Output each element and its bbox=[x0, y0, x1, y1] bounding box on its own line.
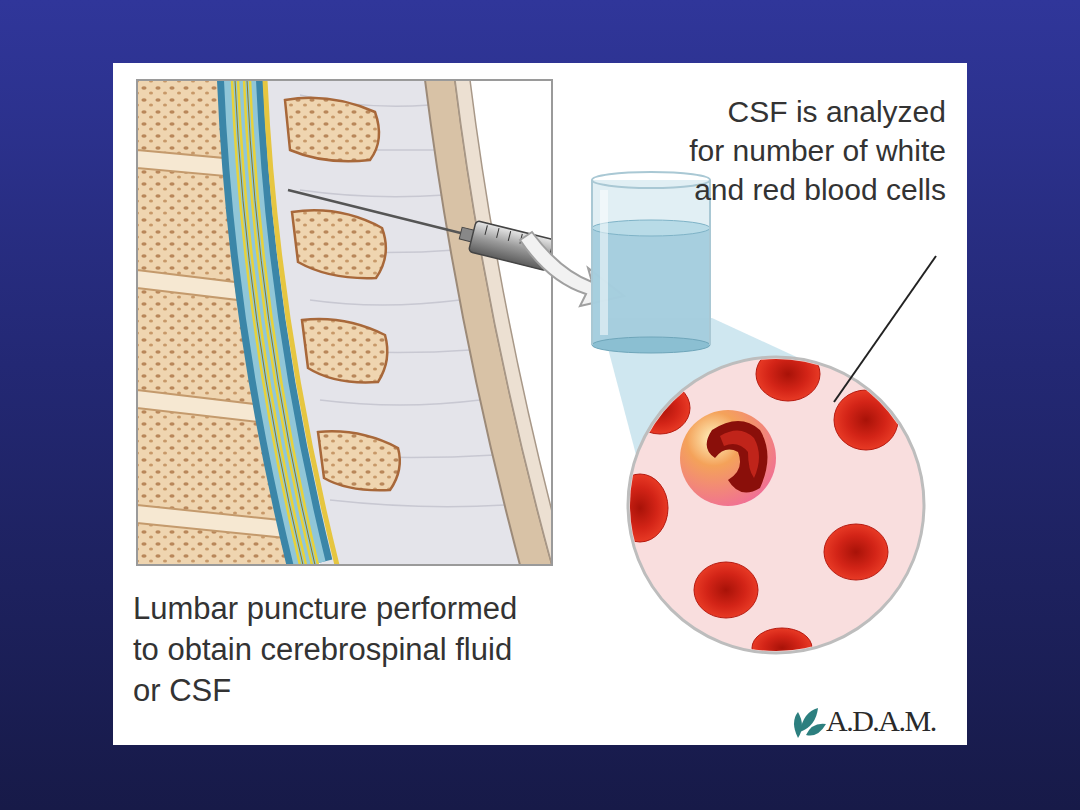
logo-leaf bbox=[794, 708, 826, 738]
blood-cells bbox=[612, 347, 898, 668]
beaker bbox=[592, 172, 710, 353]
logo-text: A.D.A.M. bbox=[826, 704, 936, 738]
magnified-view bbox=[628, 357, 924, 653]
figure-caption: Lumbar puncture performed to obtain cere… bbox=[133, 588, 543, 711]
spine-cross-section bbox=[137, 80, 552, 565]
white-panel bbox=[113, 63, 967, 745]
syringe bbox=[284, 174, 552, 270]
leader-line bbox=[834, 256, 936, 402]
callout-text: CSF is analyzed for number of white and … bbox=[686, 92, 946, 209]
